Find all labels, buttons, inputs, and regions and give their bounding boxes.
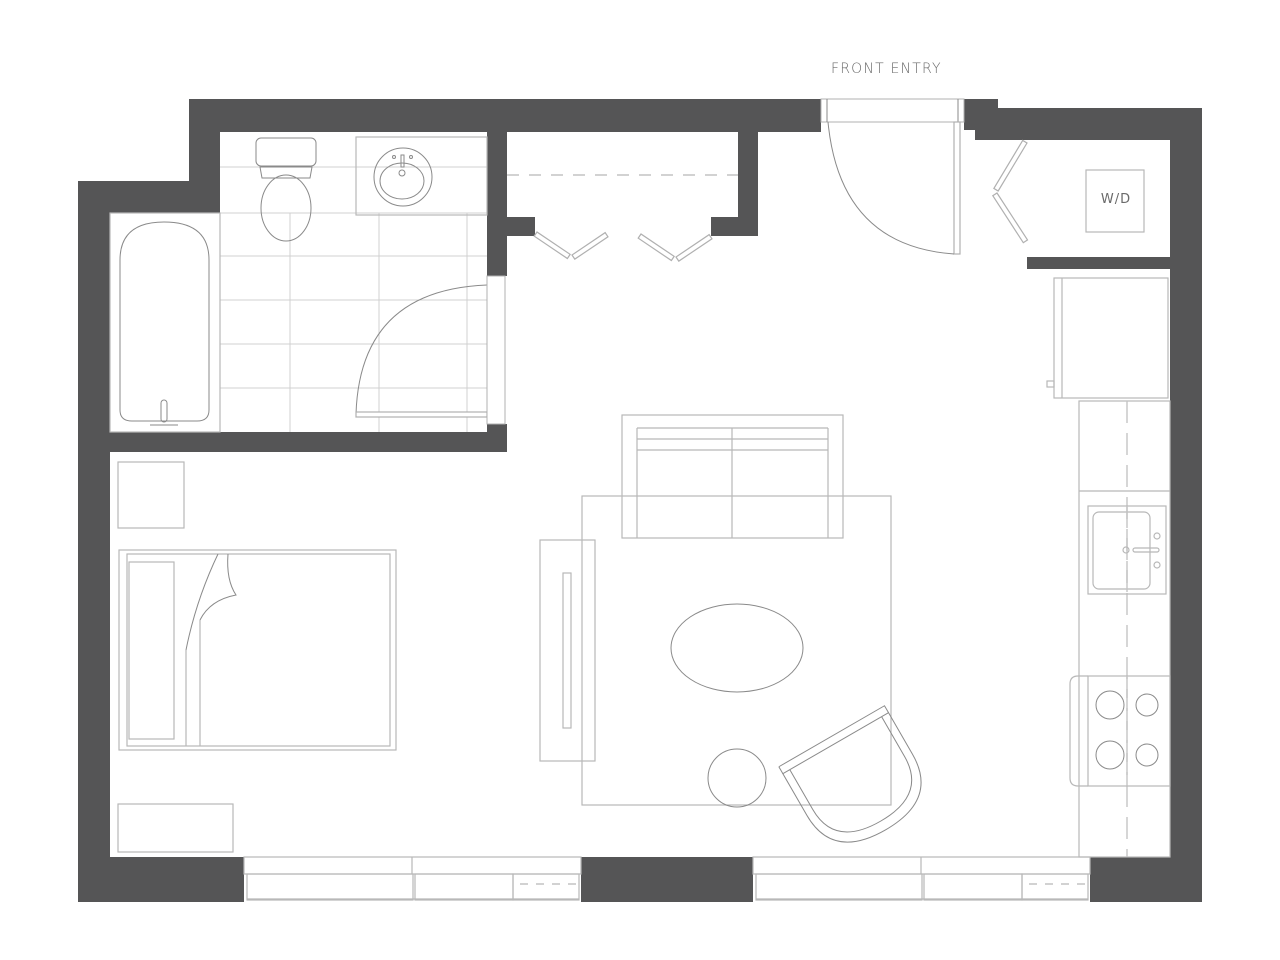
rug [581, 495, 892, 806]
nightstand [117, 461, 185, 529]
range-cooktop [1069, 675, 1171, 787]
front-door[interactable] [820, 98, 965, 255]
counter [1078, 400, 1171, 858]
bathroom-sink [355, 136, 488, 216]
kitchen [1046, 277, 1171, 858]
bathroom-door[interactable] [355, 275, 506, 425]
burner [1135, 743, 1159, 767]
bathtub-faucet [160, 399, 168, 423]
coffee-table [670, 603, 804, 693]
washer-dryer [1085, 169, 1145, 233]
kitchen-sink [1087, 505, 1167, 595]
armchair [778, 705, 922, 843]
front-entry-label: FRONT ENTRY [831, 61, 942, 77]
sleeping-area [117, 461, 397, 853]
closet [507, 174, 738, 262]
toilet [255, 137, 317, 242]
refrigerator [1046, 277, 1169, 399]
burner [1135, 693, 1159, 717]
window-left [243, 856, 582, 901]
bathroom [109, 136, 506, 433]
bathtub [109, 212, 221, 433]
bench [117, 803, 234, 853]
laundry-bifold-door[interactable] [991, 139, 1029, 244]
side-table [707, 748, 767, 808]
burner [1095, 690, 1125, 720]
closet-bifold-doors[interactable] [533, 231, 713, 262]
media-console [539, 539, 596, 762]
bed [118, 549, 397, 751]
walls [78, 99, 1202, 902]
windows [243, 856, 1091, 901]
bathtub-basin [119, 221, 210, 422]
living-area [539, 414, 922, 843]
sofa [621, 414, 844, 539]
pillow [128, 561, 175, 740]
window-right [752, 856, 1091, 901]
laundry-closet [991, 139, 1145, 244]
washer-dryer-label: W/D [1100, 192, 1132, 207]
burner [1095, 740, 1125, 770]
